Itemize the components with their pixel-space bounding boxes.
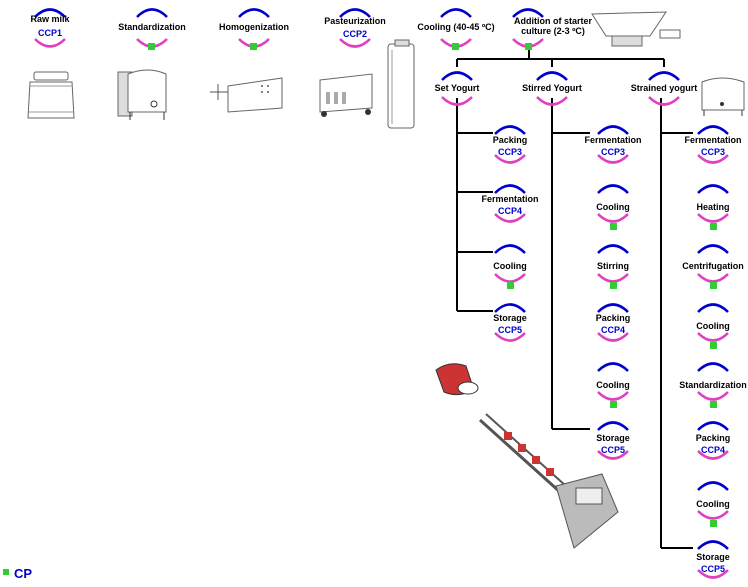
stirred-yogurt-title: Stirred Yogurt	[522, 83, 582, 93]
cp-marker	[710, 342, 717, 349]
cp-marker	[610, 223, 617, 230]
stirred-step-packing: Packing CCP4	[596, 303, 631, 342]
step-ccp: CCP3	[498, 147, 522, 157]
pasteurizer-illustration	[319, 73, 373, 117]
step-ccp: CCP5	[498, 325, 522, 335]
step-label: Cooling	[596, 202, 630, 212]
step-label: Fermentation	[584, 135, 641, 145]
legend-label: CP	[14, 566, 32, 581]
pasteurization-ccp: CCP2	[343, 29, 367, 39]
legend-cp-marker	[3, 569, 9, 575]
strained-tank-illustration	[701, 77, 745, 116]
step-ccp: CCP5	[701, 564, 725, 574]
step-ccp: CCP4	[701, 445, 725, 455]
stirred-step-storage: Storage CCP5	[596, 421, 630, 460]
cp-marker	[452, 43, 459, 50]
step-label: Stirring	[597, 261, 629, 271]
cp-marker	[710, 223, 717, 230]
homogenizer-illustration	[210, 77, 283, 113]
homogenization-label: Homogenization	[219, 22, 289, 32]
connector-lines	[456, 43, 693, 549]
cooling-unit-illustration	[387, 39, 415, 129]
step-ccp: CCP3	[601, 147, 625, 157]
starter-culture-vat-illustration	[591, 11, 681, 47]
node-standardization: Standardization	[118, 8, 186, 50]
set-step-packing: Packing CCP3	[493, 125, 528, 164]
step-label: Packing	[696, 433, 731, 443]
strained-step-fermentation: Fermentation CCP3	[684, 125, 742, 164]
step-label: Standardization	[679, 380, 747, 390]
step-label: Fermentation	[481, 194, 538, 204]
strained-step-heating: Heating	[696, 184, 730, 230]
step-label: Cooling	[493, 261, 527, 271]
cp-marker	[710, 520, 717, 527]
node-pasteurization: Pasteurization CCP2	[324, 8, 386, 48]
strained-step-centrifugation: Centrifugation	[682, 244, 744, 289]
strained-yogurt-title: Strained yogurt	[631, 83, 698, 93]
step-label: Cooling	[696, 499, 730, 509]
node-raw-milk: Raw milk CCP1	[30, 8, 71, 48]
step-label: Packing	[596, 313, 631, 323]
node-strained-yogurt: Strained yogurt	[631, 71, 698, 106]
step-ccp: CCP3	[701, 147, 725, 157]
strained-step-cooling-1: Cooling	[696, 303, 730, 349]
stirred-step-stirring: Stirring	[597, 244, 629, 289]
cooling-top-label: Cooling (40-45 ºC)	[417, 22, 494, 32]
step-label: Storage	[696, 552, 730, 562]
stirred-step-cooling-1: Cooling	[596, 184, 630, 230]
step-label: Storage	[493, 313, 527, 323]
strained-step-packing: Packing CCP4	[696, 421, 731, 460]
strained-step-storage: Storage CCP5	[696, 540, 730, 579]
step-label: Centrifugation	[682, 261, 744, 271]
set-step-cooling: Cooling	[493, 244, 527, 289]
strained-step-cooling-2: Cooling	[696, 481, 730, 527]
cp-marker	[710, 401, 717, 408]
cp-marker	[525, 43, 532, 50]
cp-marker	[610, 282, 617, 289]
node-cooling-top: Cooling (40-45 ºC)	[417, 8, 495, 50]
cp-marker	[250, 43, 257, 50]
pasteurization-label: Pasteurization	[324, 16, 386, 26]
standardization-tank-illustration	[117, 69, 167, 120]
starter-label-2: culture (2-3 ºC)	[521, 26, 585, 36]
node-stirred-yogurt: Stirred Yogurt	[522, 71, 582, 106]
standardization-label: Standardization	[118, 22, 186, 32]
node-homogenization: Homogenization	[219, 8, 289, 50]
raw-milk-ccp: CCP1	[38, 28, 62, 38]
step-ccp: CCP4	[498, 206, 522, 216]
step-label: Fermentation	[684, 135, 741, 145]
cp-marker	[148, 43, 155, 50]
starter-label-1: Addition of starter	[514, 16, 592, 26]
legend: CP	[3, 566, 32, 581]
cp-marker	[507, 282, 514, 289]
conveyor-illustration	[478, 413, 619, 549]
set-step-storage: Storage CCP5	[493, 303, 527, 342]
step-label: Storage	[596, 433, 630, 443]
stirred-step-cooling-2: Cooling	[596, 362, 630, 408]
node-set-yogurt: Set Yogurt	[435, 71, 480, 106]
step-label: Cooling	[696, 321, 730, 331]
step-label: Cooling	[596, 380, 630, 390]
step-label: Heating	[696, 202, 729, 212]
stirred-step-fermentation: Fermentation CCP3	[584, 125, 642, 164]
packaging-cup-illustration	[435, 363, 479, 396]
set-yogurt-title: Set Yogurt	[435, 83, 480, 93]
node-starter-culture: Addition of starter culture (2-3 ºC)	[512, 8, 592, 50]
strained-step-standardization: Standardization	[679, 362, 747, 408]
cp-marker	[710, 282, 717, 289]
set-step-fermentation: Fermentation CCP4	[481, 184, 539, 223]
step-ccp: CCP4	[601, 325, 625, 335]
step-ccp: CCP5	[601, 445, 625, 455]
cp-marker	[610, 401, 617, 408]
step-label: Packing	[493, 135, 528, 145]
raw-milk-label: Raw milk	[30, 14, 70, 24]
milk-can-illustration	[27, 71, 75, 119]
